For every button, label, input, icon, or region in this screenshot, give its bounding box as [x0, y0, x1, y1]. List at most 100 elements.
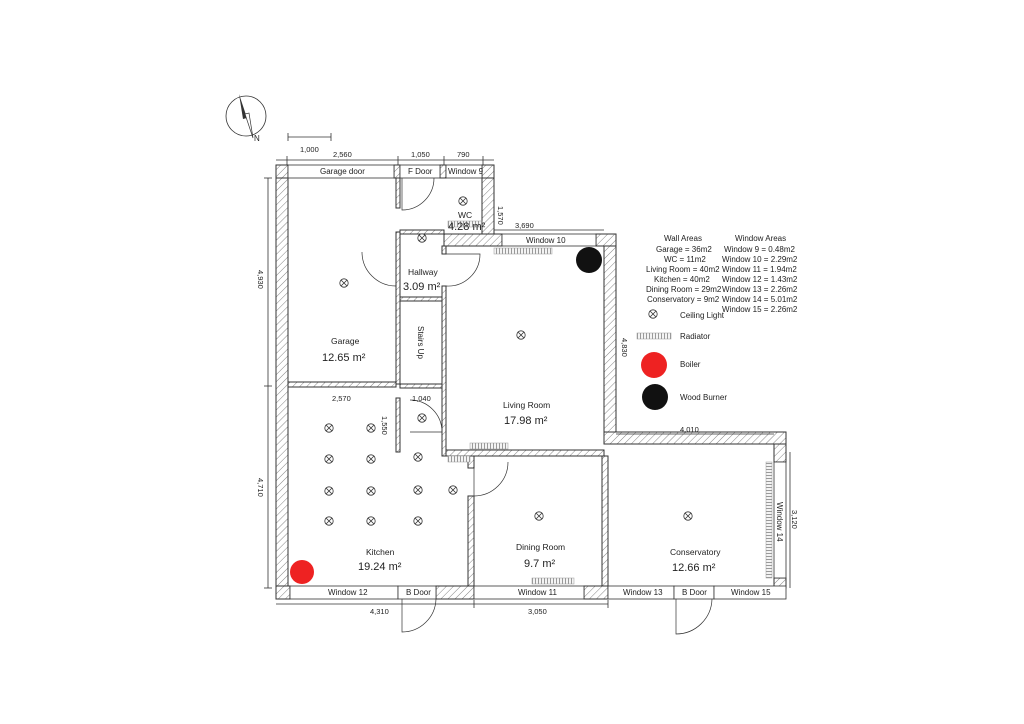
- north-arrow-icon: N: [225, 94, 267, 143]
- dim-conservatory-width: 4,010: [680, 425, 699, 434]
- kitchen-name: Kitchen: [366, 547, 395, 557]
- openings: Garage door F Door Window 9 Window 10 Wi…: [287, 164, 787, 600]
- legend-boiler-label: Boiler: [680, 360, 701, 369]
- ceiling-light-icon: [516, 330, 526, 340]
- dining-area: 9.7 m²: [524, 558, 556, 570]
- window-area-row: Window 14 = 5.01m2: [722, 295, 798, 304]
- wall-area-row: Kitchen = 40m2: [654, 275, 710, 284]
- ceiling-light-icon: [366, 454, 376, 464]
- dim-wc-depth: 1,570: [496, 206, 505, 225]
- dim-stairs-height: 1,550: [380, 416, 389, 435]
- window-areas-table: Window Areas Window 9 = 0.48m2 Window 10…: [722, 234, 798, 314]
- back-door-kitchen: [397, 585, 437, 600]
- radiator-icon: [447, 220, 483, 228]
- radiator-icon: [447, 455, 471, 463]
- window-12-label: Window 12: [328, 588, 368, 597]
- wc-name: WC: [458, 210, 472, 220]
- garage-door: [287, 164, 395, 179]
- ceiling-light-icon: [366, 486, 376, 496]
- garage-area: 12.65 m²: [322, 352, 366, 364]
- ceiling-light-icon: [324, 486, 334, 496]
- ceiling-light-icon: [366, 516, 376, 526]
- garage-name: Garage: [331, 336, 360, 346]
- window-area-row: Window 11 = 1.94m2: [722, 265, 797, 274]
- legend-wood-burner-icon: [642, 384, 668, 410]
- interior-dimensions: 2,570 1,040 1,550 3,690 1,570 4,830 4,01…: [332, 206, 799, 588]
- walls: [275, 164, 787, 600]
- ceiling-light-icon: [683, 511, 693, 521]
- window-15: [713, 585, 787, 600]
- wall-areas-table: Wall Areas Garage = 36m2 WC = 11m2 Livin…: [646, 234, 722, 304]
- dim-fdoor-width: 1,050: [411, 150, 430, 159]
- ceiling-light-icon: [324, 516, 334, 526]
- front-door: [399, 164, 441, 179]
- ceiling-light-icon: [366, 423, 376, 433]
- ceiling-light-icon: [448, 485, 458, 495]
- dim-window9-width: 790: [457, 150, 470, 159]
- dim-living-width: 3,690: [515, 221, 534, 230]
- ceiling-light-icon: [534, 511, 544, 521]
- dim-garage-kitchen: 2,570: [332, 394, 351, 403]
- scale-label: 1,000: [300, 145, 319, 154]
- window-14-label: Window 14: [775, 502, 784, 542]
- symbol-legend: Ceiling Light Radiator Boiler Wood Burne…: [636, 309, 727, 410]
- radiator-icon: [493, 247, 553, 255]
- north-label: N: [254, 134, 260, 143]
- hallway-name: Hallway: [408, 267, 439, 277]
- ceiling-light-icon: [417, 413, 427, 423]
- wall-area-row: Conservatory = 9m2: [647, 295, 720, 304]
- room-labels: WC 4.28 m² Hallway 3.09 m² Garage 12.65 …: [322, 210, 721, 574]
- window-9-label: Window 9: [448, 167, 484, 176]
- dim-left-lower: 4,710: [256, 478, 265, 497]
- legend-ceiling-light-icon: [648, 309, 658, 319]
- legend-ceiling-light-label: Ceiling Light: [680, 311, 725, 320]
- wall-area-row: Dining Room = 29m2: [646, 285, 722, 294]
- ceiling-light-icon: [417, 233, 427, 243]
- wall-areas-title: Wall Areas: [664, 234, 702, 243]
- wall-area-row: WC = 11m2: [664, 255, 706, 264]
- boiler-icon: [290, 560, 314, 584]
- window-11: [473, 585, 585, 600]
- window-11-label: Window 11: [518, 588, 558, 597]
- window-area-row: Window 12 = 1.43m2: [722, 275, 798, 284]
- radiator-icon: [765, 461, 773, 579]
- door-swings: [361, 177, 713, 635]
- window-area-row: Window 9 = 0.48m2: [724, 245, 795, 254]
- window-10-label: Window 10: [526, 236, 566, 245]
- garage-door-label: Garage door: [320, 167, 365, 176]
- dim-conservatory-height: 3,120: [790, 510, 799, 529]
- top-dimensions: 2,560 1,050 790: [276, 150, 494, 165]
- window-13-label: Window 13: [623, 588, 663, 597]
- dim-living-height: 4,830: [620, 338, 629, 357]
- window-areas-title: Window Areas: [735, 234, 786, 243]
- legend-wood-burner-label: Wood Burner: [680, 393, 727, 402]
- wc-area: 4.28 m²: [448, 221, 486, 233]
- kitchen-area: 19.24 m²: [358, 561, 402, 573]
- ceiling-light-icon: [339, 278, 349, 288]
- window-15-label: Window 15: [731, 588, 771, 597]
- ceiling-light-icon: [324, 423, 334, 433]
- window-area-row: Window 13 = 2.26m2: [722, 285, 798, 294]
- window-area-row: Window 15 = 2.26m2: [722, 305, 798, 314]
- ceiling-light-icon: [324, 454, 334, 464]
- radiator-icon: [469, 442, 509, 450]
- window-14: [773, 461, 787, 579]
- living-name: Living Room: [503, 400, 550, 410]
- ceiling-light-icon: [413, 516, 423, 526]
- window-9: [445, 164, 483, 179]
- left-dimensions: 4,930 4,710: [256, 177, 272, 589]
- scale-bar: 1,000: [287, 133, 332, 154]
- conservatory-area: 12.66 m²: [672, 562, 716, 574]
- living-area: 17.98 m²: [504, 415, 548, 427]
- conservatory-name: Conservatory: [670, 547, 721, 557]
- back-door-kitchen-label: B Door: [406, 588, 431, 597]
- ceiling-light-icon: [413, 452, 423, 462]
- wood-burner-icon: [576, 247, 602, 273]
- dim-garage-width: 2,560: [333, 150, 352, 159]
- front-door-label: F Door: [408, 167, 433, 176]
- legend-radiator-label: Radiator: [680, 332, 711, 341]
- legend-boiler-icon: [641, 352, 667, 378]
- dim-kitchen-width: 4,310: [370, 607, 389, 616]
- ceiling-light-icon: [458, 196, 468, 206]
